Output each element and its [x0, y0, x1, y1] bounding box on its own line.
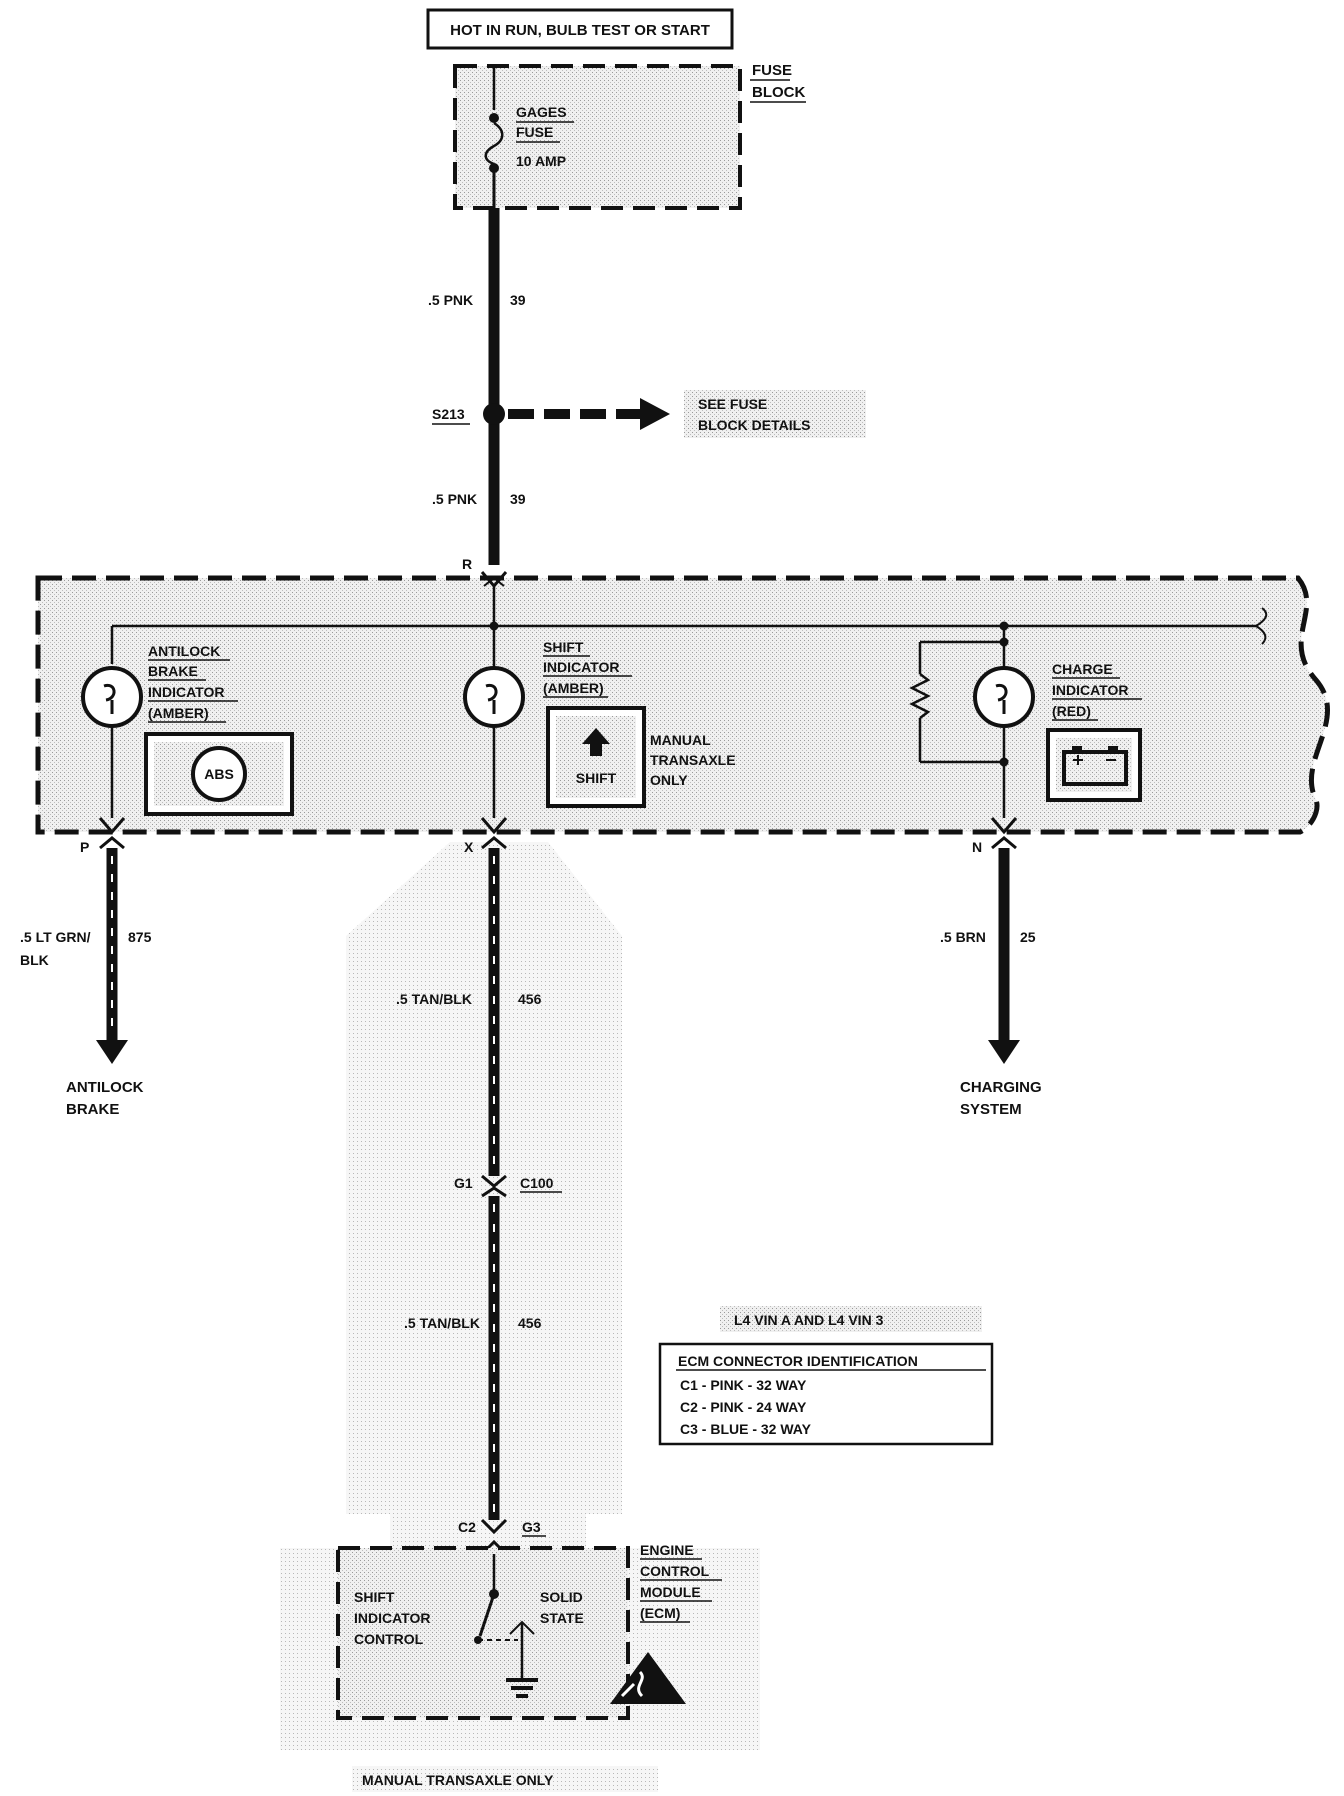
engine-note: L4 VIN A AND L4 VIN 3 [720, 1306, 982, 1332]
ecm-state-2: STATE [540, 1610, 584, 1626]
connector-n: N [972, 839, 982, 855]
ecm-control-1: SHIFT [354, 1589, 395, 1605]
abs-wire-circuit: 875 [128, 929, 152, 945]
fuse-name-2: FUSE [516, 124, 553, 140]
ground-icon [506, 1678, 538, 1698]
shift-note-3: ONLY [650, 772, 688, 788]
table-row: C2 - PINK - 24 WAY [680, 1399, 807, 1415]
ecm-control-2: INDICATOR [354, 1610, 430, 1626]
abs-symbol-text: ABS [204, 766, 234, 782]
switch-icon [478, 1593, 496, 1637]
fuse-block-label-2: BLOCK [752, 84, 805, 101]
shift-circuit-shading [280, 842, 760, 1750]
shift-wire: .5 TAN/BLK 456 G1 C100 .5 TAN/BLK 456 [396, 848, 562, 1520]
charge-label-2: INDICATOR [1052, 682, 1128, 698]
abs-indicator: ANTILOCK BRAKE INDICATOR (AMBER) ABS [81, 643, 294, 818]
connector-r: R [462, 556, 472, 572]
fuse-name-1: GAGES [516, 104, 567, 120]
charge-indicator: CHARGE INDICATOR (RED) [909, 626, 1142, 818]
resistor-icon [909, 673, 931, 719]
connector-p: P [80, 839, 89, 855]
shift-note-1: MANUAL [650, 732, 711, 748]
ecm-label-1: ENGINE [640, 1542, 694, 1558]
cluster-bottom-connectors: P X N [80, 817, 1018, 855]
ecm-module: C2 G3 ENGINE CONTROL MODULE (ECM) SHIFT … [336, 1518, 722, 1720]
charge-destination-1: CHARGING [960, 1079, 1042, 1096]
fuse-icon [484, 121, 504, 166]
battery-icon [1062, 746, 1128, 786]
connector-x: X [464, 839, 474, 855]
table-row: C3 - BLUE - 32 WAY [680, 1421, 812, 1437]
abs-symbol-icon [191, 746, 247, 802]
fuse-block: FUSE BLOCK GAGES FUSE 10 AMP [453, 62, 806, 210]
charge-wire-gauge: .5 BRN [940, 929, 986, 945]
c100-pin: G1 [454, 1175, 473, 1191]
shift-indicator: SHIFT INDICATOR (AMBER) SHIFT MANUAL TRA… [463, 626, 736, 818]
abs-wire-gauge-1: .5 LT GRN/ [20, 929, 91, 945]
shift-arrow-icon [582, 728, 610, 756]
power-source: HOT IN RUN, BULB TEST OR START [426, 8, 734, 50]
splice-id: S213 [432, 406, 465, 422]
connector-c100: G1 C100 [454, 1174, 562, 1198]
shift-label-3: (AMBER) [543, 680, 604, 696]
splice-note-1: SEE FUSE [698, 396, 767, 412]
splice-note-2: BLOCK DETAILS [698, 417, 811, 433]
splice-arrow-icon [640, 398, 670, 430]
footer-note-text: MANUAL TRANSAXLE ONLY [362, 1772, 554, 1788]
fuse-block-label-1: FUSE [752, 62, 792, 79]
engine-note-text: L4 VIN A AND L4 VIN 3 [734, 1312, 884, 1328]
shift-label-2: INDICATOR [543, 659, 619, 675]
shift-symbol-text: SHIFT [576, 770, 617, 786]
abs-label-1: ANTILOCK [148, 643, 220, 659]
charge-label-1: CHARGE [1052, 661, 1113, 677]
ecm-control-3: CONTROL [354, 1631, 424, 1647]
ecm-state-1: SOLID [540, 1589, 583, 1605]
power-source-text: HOT IN RUN, BULB TEST OR START [450, 22, 710, 39]
shift-wire-1-circuit: 456 [518, 991, 542, 1007]
abs-arrow-icon [96, 1040, 128, 1064]
footer-note: MANUAL TRANSAXLE ONLY [352, 1766, 658, 1792]
abs-destination-1: ANTILOCK [66, 1079, 144, 1096]
ecm-connector-left: C2 [458, 1519, 476, 1535]
shift-wire-1-gauge: .5 TAN/BLK [396, 991, 472, 1007]
abs-label-2: BRAKE [148, 663, 198, 679]
splice-s213: S213 SEE FUSE BLOCK DETAILS [432, 390, 866, 438]
charge-wire-circuit: 25 [1020, 929, 1036, 945]
ecm-connector-right: G3 [522, 1519, 541, 1535]
ecm-connector-table: ECM CONNECTOR IDENTIFICATION C1 - PINK -… [658, 1342, 994, 1446]
table-header: ECM CONNECTOR IDENTIFICATION [678, 1353, 918, 1369]
charge-wire: .5 BRN 25 CHARGING SYSTEM [940, 848, 1042, 1118]
ecm-label-2: CONTROL [640, 1563, 710, 1579]
abs-wire: .5 LT GRN/ BLK 875 ANTILOCK BRAKE [20, 848, 152, 1118]
esd-warning-icon [610, 1652, 686, 1704]
table-row: C1 - PINK - 32 WAY [680, 1377, 807, 1393]
shift-wire-2-gauge: .5 TAN/BLK [404, 1315, 480, 1331]
feed-wire: .5 PNK 39 .5 PNK 39 [428, 208, 526, 565]
charge-label-3: (RED) [1052, 703, 1091, 719]
shift-label-1: SHIFT [543, 639, 584, 655]
charge-arrow-icon [988, 1040, 1020, 1064]
splice-dot [483, 403, 505, 425]
wire-2-gauge: .5 PNK [432, 491, 477, 507]
abs-destination-2: BRAKE [66, 1101, 119, 1118]
shift-wire-2-circuit: 456 [518, 1315, 542, 1331]
ecm-label-3: MODULE [640, 1584, 701, 1600]
abs-wire-gauge-2: BLK [20, 952, 49, 968]
wire-2-circuit: 39 [510, 491, 526, 507]
wire-1-gauge: .5 PNK [428, 292, 473, 308]
ecm-label-4: (ECM) [640, 1605, 680, 1621]
shift-note-2: TRANSAXLE [650, 752, 736, 768]
fuse-rating: 10 AMP [516, 153, 566, 169]
c100-id: C100 [520, 1175, 554, 1191]
wire-1-circuit: 39 [510, 292, 526, 308]
charge-destination-2: SYSTEM [960, 1101, 1022, 1118]
abs-label-3: INDICATOR [148, 684, 224, 700]
instrument-cluster: R ANTILOCK BRAKE INDICATOR (AMBER) ABS [35, 556, 1330, 855]
abs-label-4: (AMBER) [148, 705, 209, 721]
